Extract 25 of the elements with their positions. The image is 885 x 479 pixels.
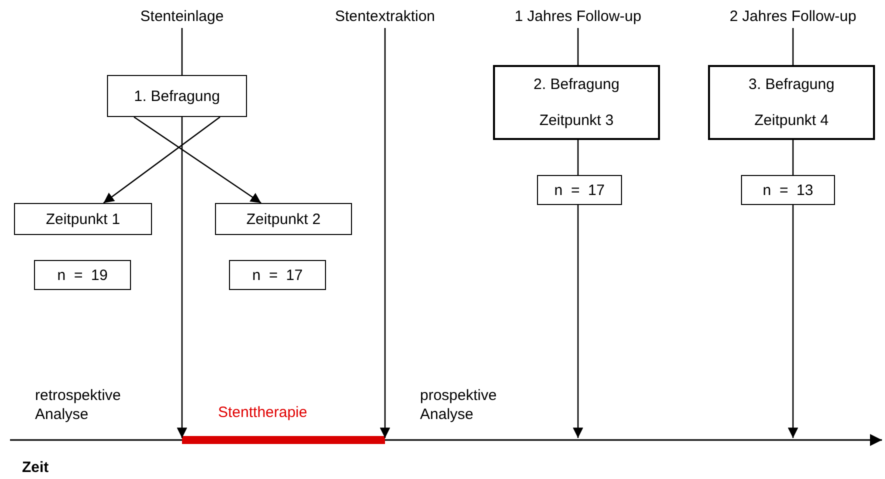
milestone-label: 2 Jahres Follow-up [718,8,868,28]
arrow [176,28,188,438]
box-text: 3. Befragung [748,76,834,94]
milestone-label: 1 Jahres Follow-up [503,8,653,28]
text-box: n = 13 [741,175,835,205]
therapy-label: Stenttherapie [218,403,308,422]
axis-label: Zeit [22,458,50,477]
box-text: 2. Befragung [534,76,620,94]
milestone-label: Stentextraktion [317,8,453,28]
box-text: Zeitpunkt 3 [539,112,614,129]
phase-label: prospektive Analyse [420,386,498,424]
text-box: Zeitpunkt 1 [14,203,152,235]
survey-box [708,65,875,140]
arrow [103,116,220,204]
text-box: n = 17 [537,175,622,205]
survey-box [493,65,660,140]
milestone-label: Stenteinlage [122,8,242,28]
arrow [380,28,390,438]
text-box: Zeitpunkt 2 [215,203,352,235]
arrow [134,116,262,204]
text-box: n = 19 [34,260,131,290]
text-box: 1. Befragung [107,75,247,117]
text-box: n = 17 [229,260,326,290]
box-text: Zeitpunkt 4 [754,112,829,129]
phase-label: retrospektive Analyse [35,386,122,424]
